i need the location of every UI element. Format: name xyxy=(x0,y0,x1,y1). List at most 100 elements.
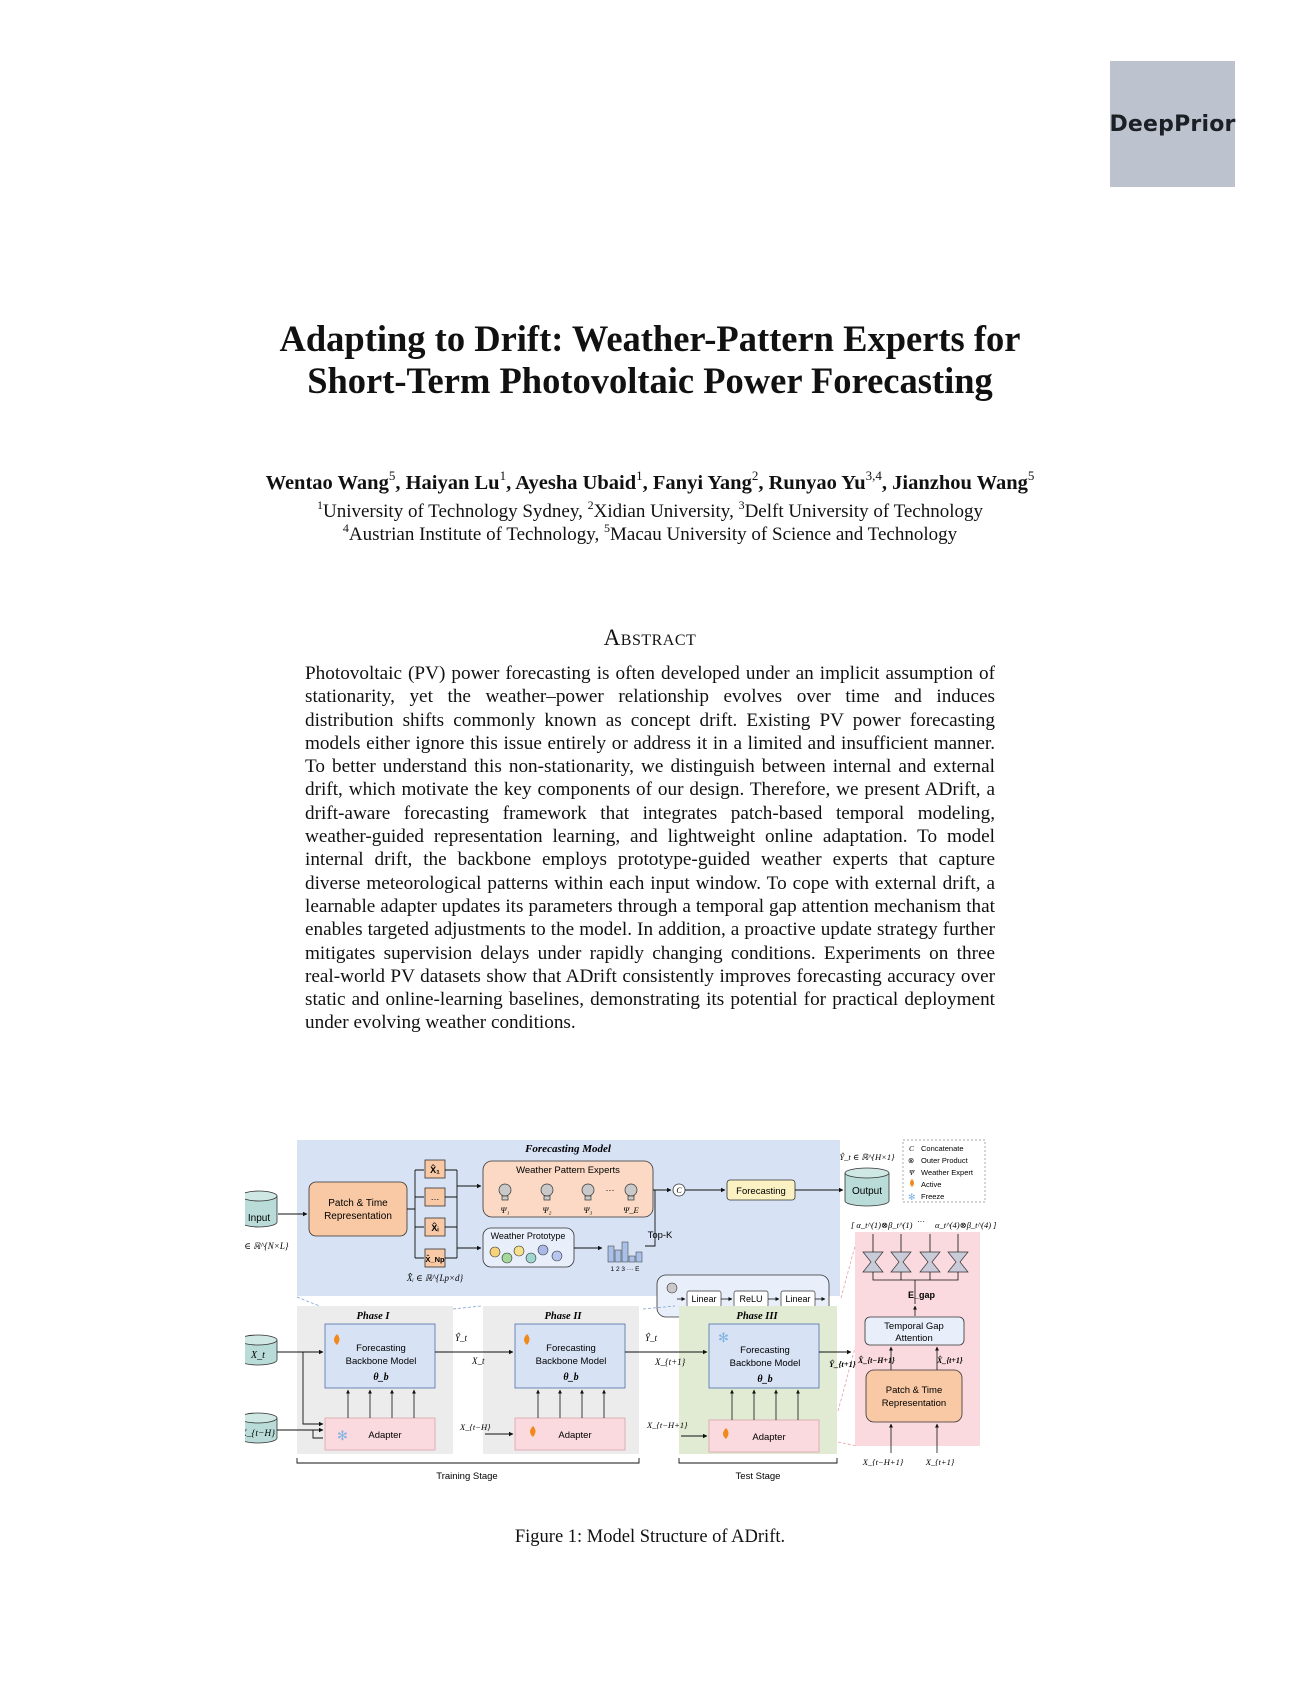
mlp-bulb-icon xyxy=(666,1282,678,1294)
expert-bulb-icons xyxy=(498,1183,638,1201)
relu-label: ReLU xyxy=(739,1294,762,1304)
affiliation-index: 4 xyxy=(342,521,349,535)
phase-2-backbone-box xyxy=(514,1323,626,1389)
phase-2-backbone-label-1: Forecasting xyxy=(546,1343,596,1354)
prototype-circles xyxy=(489,1244,563,1264)
author-name: Runyao Yu xyxy=(768,472,866,494)
alpha-dots: ··· xyxy=(917,1217,925,1226)
xt-cylinder xyxy=(245,1334,278,1366)
patch-ellipsis: … xyxy=(431,1192,440,1202)
affiliation-index: 2 xyxy=(587,498,594,512)
phase-1-flame-icon xyxy=(334,1334,340,1345)
patch-1-label: X̂₁ xyxy=(430,1164,440,1175)
phase-3-snowflake-icon: ✻ xyxy=(718,1330,729,1345)
phase-1-backbone-label-2: Backbone Model xyxy=(346,1356,417,1367)
phase-1-adapter-box xyxy=(324,1417,436,1451)
phase-3-input-xth1: X_{t−H+1} xyxy=(646,1420,688,1430)
bar-ticks: 1 2 3 ··· E xyxy=(611,1266,641,1273)
expert-psi-3: Ψ₃ xyxy=(584,1205,593,1215)
title-line-1: Adapting to Drift: Weather-Pattern Exper… xyxy=(279,318,1021,359)
phase-1-title: Phase I xyxy=(357,1311,391,1322)
author-name: Jianzhou Wang xyxy=(892,472,1028,494)
output-label: Output xyxy=(852,1186,882,1197)
ptr-right-label-2: Representation xyxy=(882,1398,946,1409)
phase-2-input-xth: X_{t−H} xyxy=(459,1422,491,1432)
weather-prototype-title: Weather Prototype xyxy=(491,1231,566,1241)
xhat-th1-label: X̂_{t−H+1} xyxy=(857,1355,895,1365)
phase-2-adapter-label: Adapter xyxy=(558,1430,591,1441)
phase-1-adapter-snowflake-icon: ✻ xyxy=(337,1428,348,1443)
forecasting-model-title: Forecasting Model xyxy=(524,1143,612,1155)
phase-3-title: Phase III xyxy=(736,1311,778,1322)
phase-1-adapter-label: Adapter xyxy=(368,1430,401,1441)
phase-1-theta: θ_b xyxy=(373,1372,388,1383)
phase-3-input-xt1: X_{t+1} xyxy=(654,1357,686,1367)
author-name: Ayesha Ubaid xyxy=(515,472,637,494)
output-dimension: Ŷ_t ∈ ℝ^{H×1} xyxy=(839,1152,895,1162)
phase-3-output-yt1: Ŷ_{t+1} xyxy=(829,1359,856,1369)
author-affiliation-index: 5 xyxy=(1027,468,1035,483)
patch-last-label: X̂_Np xyxy=(425,1255,445,1264)
author-affiliation-index: 2 xyxy=(751,468,759,483)
affiliation-name: University of Technology Sydney xyxy=(322,501,579,522)
legend-symbol-concat: C xyxy=(909,1144,915,1153)
phase-3-backbone-label-2: Backbone Model xyxy=(730,1358,801,1369)
xth-cylinder-label: X_{t−H} xyxy=(245,1429,275,1439)
author-name: Haiyan Lu xyxy=(405,472,500,494)
author-list: Wentao Wang5, Haiyan Lu1, Ayesha Ubaid1,… xyxy=(265,468,1035,494)
phase-2-backbone-label-2: Backbone Model xyxy=(536,1356,607,1367)
alpha-left-label: [ α_t^(1)⊗β_t^(1) xyxy=(851,1220,913,1230)
legend-flame-icon xyxy=(910,1179,914,1187)
phase-3-backbone-label-1: Forecasting xyxy=(740,1345,790,1356)
input-cylinder xyxy=(245,1190,278,1228)
affiliation-line-1: 1University of Technology Sydney, 2Xidia… xyxy=(316,498,983,522)
affiliation-name: Macau University of Science and Technolo… xyxy=(610,524,958,545)
affiliation-name: Xidian University xyxy=(593,501,730,522)
phase-2-adapter-flame-icon xyxy=(530,1426,536,1437)
legend-active: Active xyxy=(921,1180,941,1189)
input-dimension: X_t ∈ ℝ^{N×L} xyxy=(245,1241,289,1251)
author-affiliation-index: 3,4 xyxy=(865,468,882,483)
legend-weather-expert: Weather Expert xyxy=(921,1168,974,1177)
phase-2-title: Phase II xyxy=(544,1311,582,1322)
affiliation-name: Delft University of Technology xyxy=(744,501,983,522)
topk-label: Top-K xyxy=(648,1230,673,1241)
phase-3-adapter-flame-icon xyxy=(723,1428,729,1439)
phase-2-flame-icon xyxy=(524,1334,530,1345)
bottom-xth1-label: X_{t−H+1} xyxy=(862,1457,904,1467)
affiliation-name: Austrian Institute of Technology xyxy=(348,524,595,545)
title-line-2: Short-Term Photovoltaic Power Forecastin… xyxy=(307,360,993,401)
affiliation-index: 3 xyxy=(738,498,745,512)
forecasting-label: Forecasting xyxy=(736,1186,786,1197)
badge-label: DeepPrior xyxy=(1109,111,1236,137)
author-name: Fanyi Yang xyxy=(652,472,752,494)
legend-concatenate: Concatenate xyxy=(921,1144,964,1153)
figure-caption: Figure 1: Model Structure of ADrift. xyxy=(514,1527,786,1547)
linear-1-label: Linear xyxy=(691,1294,716,1304)
xhat-t1-label: X̂_{t+1} xyxy=(936,1355,963,1365)
patch-time-representation-box xyxy=(308,1181,408,1237)
abstract-heading: Abstract xyxy=(603,625,697,650)
legend-symbol-expert: Ψ xyxy=(909,1168,915,1177)
author-name: Wentao Wang xyxy=(265,472,389,494)
deepprior-badge: DeepPrior xyxy=(1109,61,1236,187)
model-diagram: Forecasting Model Input X_t ∈ ℝ^{N×L} Pa… xyxy=(245,1139,996,1482)
topk-bar-chart xyxy=(607,1241,643,1263)
author-affiliation-index: 5 xyxy=(388,468,396,483)
training-stage-label: Training Stage xyxy=(436,1471,497,1482)
author-affiliation-index: 1 xyxy=(636,468,643,483)
patch-time-label-1: Patch & Time xyxy=(328,1198,388,1209)
model-structure-figure: Forecasting Model Input X_t ∈ ℝ^{N×L} Pa… xyxy=(245,1138,1050,1498)
input-label: Input xyxy=(248,1213,270,1224)
alpha-right-label: α_t^(4)⊗β_t^(4) ] xyxy=(935,1220,996,1230)
legend-outer-product: Outer Product xyxy=(921,1156,969,1165)
affiliations: 1University of Technology Sydney, 2Xidia… xyxy=(150,498,1150,546)
ptr-right-label-1: Patch & Time xyxy=(886,1385,943,1396)
expert-psi-e: Ψ_E xyxy=(623,1205,639,1215)
xt-cylinder-label: X_t xyxy=(250,1350,265,1361)
patch-dimension: X̂ᵢ ∈ ℝ^{Lp×d} xyxy=(406,1273,464,1283)
test-stage-label: Test Stage xyxy=(736,1471,781,1482)
legend-freeze: Freeze xyxy=(921,1192,944,1201)
egap-label: E_gap xyxy=(908,1290,936,1300)
expert-psi-1: Ψ₁ xyxy=(501,1205,510,1215)
